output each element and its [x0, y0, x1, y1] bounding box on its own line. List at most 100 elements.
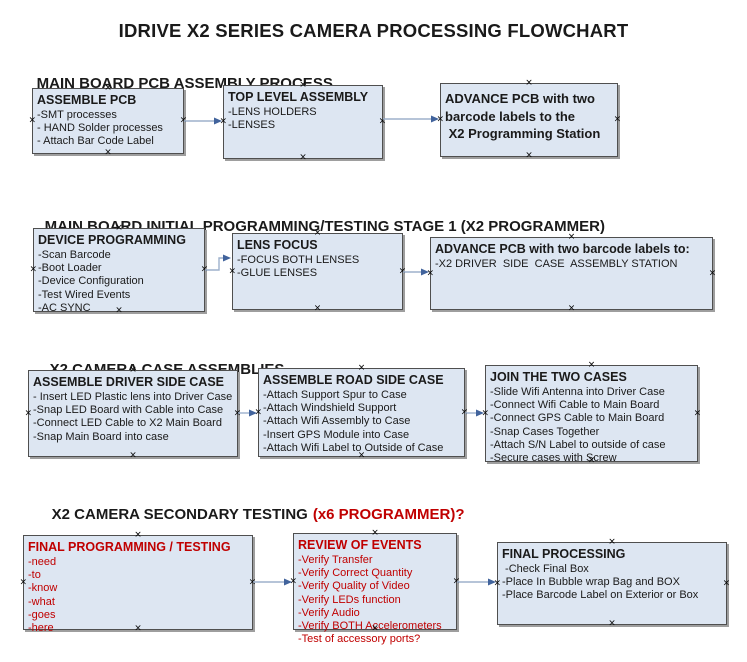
box-line: -Snap LED Board with Cable into Case: [33, 404, 224, 417]
box-line: -Verify Correct Quantity: [298, 567, 413, 580]
box-line: -X2 DRIVER SIDE CASE ASSEMBLY STATION: [435, 258, 678, 270]
flow-box-device-programming[interactable]: DEVICE PROGRAMMING -Scan Barcode-Boot Lo…: [29, 224, 208, 315]
box-body: -Verify Transfer-Verify Correct Quantity…: [298, 554, 452, 646]
connection-handle-icon: ×: [29, 264, 38, 275]
box-body: -Slide Wifi Antenna into Driver Case -Con…: [490, 386, 693, 465]
box-line: -LENS HOLDERS: [228, 106, 317, 118]
box-line: -FOCUS BOTH LENSES: [237, 254, 360, 266]
connection-handle-icon: ×: [493, 578, 502, 588]
connector-arrow: [184, 117, 222, 125]
box-title: REVIEW OF EVENTS: [298, 538, 422, 552]
connection-handle-icon: ×: [481, 408, 490, 418]
box-line: -Attach Wifi Label to Outside of Case: [263, 441, 444, 454]
box-line: -Secure cases with Screw: [490, 452, 617, 465]
connection-handle-icon: ×: [708, 268, 717, 278]
box-line: -here: [28, 622, 54, 635]
connection-handle-icon: ×: [525, 78, 533, 89]
box-line: -Test of accessory ports?: [298, 633, 421, 646]
connection-handle-icon: ×: [452, 576, 461, 586]
box-body: -FOCUS BOTH LENSES-GLUE LENSES: [237, 254, 398, 280]
box-line: ADVANCE PCB with two: [445, 91, 595, 106]
page-title: IDRIVE X2 SERIES CAMERA PROCESSING FLOWC…: [118, 20, 629, 41]
flow-box-assemble-pcb[interactable]: ASSEMBLE PCB -SMT processes- HAND Solder…: [28, 84, 187, 157]
box-title: DEVICE PROGRAMMING: [38, 233, 186, 247]
box-line: -Device Configuration: [38, 275, 144, 288]
connector-arrow: [457, 578, 496, 586]
box-line: -Verify Audio: [298, 606, 360, 619]
box-line: barcode labels to the: [445, 108, 576, 124]
box-line: -Connect LED Cable to X2 Main Board: [33, 417, 222, 430]
section-heading-secondary-testing: X2 CAMERA SECONDARY TESTING(x6 PROGRAMME…: [35, 488, 465, 542]
box-body: -need-to-know-what-goes-here: [28, 556, 248, 635]
flow-box-top-level-assembly[interactable]: TOP LEVEL ASSEMBLY -LENS HOLDERS-LENSES …: [219, 81, 386, 162]
box-line: -Connect GPS Cable to Main Board: [490, 412, 665, 425]
flow-box-join-the-two-cases[interactable]: JOIN THE TWO CASES -Slide Wifi Antenna i…: [481, 361, 701, 465]
box-line: -to: [28, 569, 41, 582]
connection-handle-icon: ×: [398, 266, 407, 276]
flow-box-final-processing[interactable]: FINAL PROCESSING -Check Final Box-Place …: [493, 538, 730, 628]
connection-handle-icon: ×: [248, 577, 257, 587]
connection-handle-icon: ×: [299, 152, 307, 163]
connector-arrow: [253, 578, 292, 586]
connection-handle-icon: ×: [24, 408, 33, 418]
connection-handle-icon: ×: [19, 577, 28, 587]
connection-handle-icon: ×: [608, 618, 616, 629]
box-title: ADVANCE PCB with two barcode labels to:: [435, 242, 690, 256]
box-line: -Verify Transfer: [298, 554, 373, 566]
connection-handle-icon: ×: [219, 116, 228, 127]
connection-handle-icon: ×: [179, 115, 188, 126]
box-line: -LENSES: [228, 119, 276, 132]
section-heading-accent: (x6 PROGRAMMER)?: [312, 506, 465, 523]
box-line: -Verify Quality of Video: [298, 580, 410, 593]
flow-box-advance-pcb-programming-station[interactable]: ADVANCE PCB with two barcode labels to th…: [436, 79, 621, 160]
flow-box-assemble-road-side-case[interactable]: ASSEMBLE ROAD SIDE CASE -Attach Support …: [254, 364, 468, 460]
connection-handle-icon: ×: [254, 407, 263, 417]
connection-handle-icon: ×: [525, 150, 533, 161]
connection-handle-icon: ×: [313, 303, 322, 314]
connection-handle-icon: ×: [567, 303, 576, 314]
flow-box-lens-focus[interactable]: LENS FOCUS -FOCUS BOTH LENSES-GLUE LENSE…: [228, 229, 406, 313]
box-title: ASSEMBLE PCB: [37, 93, 137, 107]
section-heading-text: X2 CAMERA SECONDARY TESTING: [51, 506, 308, 523]
box-line: -Test Wired Events: [38, 288, 131, 301]
connection-handle-icon: ×: [129, 450, 137, 461]
box-line: -Slide Wifi Antenna into Driver Case: [490, 386, 665, 398]
box-line: -SMT processes: [37, 109, 117, 121]
box-title: TOP LEVEL ASSEMBLY: [228, 90, 369, 104]
box-line: -Check Final Box: [502, 563, 589, 575]
connection-handle-icon: ×: [460, 407, 469, 417]
flow-box-advance-pcb-case-assembly-station[interactable]: ADVANCE PCB with two barcode labels to: …: [426, 233, 716, 313]
box-line: -goes: [28, 608, 56, 621]
connector-arrow: [465, 409, 484, 417]
box-body: - Insert LED Plastic lens into Driver Ca…: [33, 391, 233, 444]
connector-arrow: [403, 268, 429, 276]
box-line: -know: [28, 582, 58, 595]
box-line: -Insert GPS Module into Case: [263, 428, 410, 441]
connection-handle-icon: ×: [693, 408, 702, 418]
connector-arrow: [238, 409, 257, 417]
box-line: -Scan Barcode: [38, 249, 111, 261]
box-body: ADVANCE PCB with two barcode labels to th…: [445, 90, 613, 143]
connection-handle-icon: ×: [426, 268, 435, 278]
connection-handle-icon: ×: [104, 147, 112, 158]
flow-box-final-programming-testing[interactable]: FINAL PROGRAMMING / TESTING -need-to-kno…: [19, 531, 256, 634]
flow-box-review-of-events[interactable]: REVIEW OF EVENTS -Verify Transfer-Verify…: [289, 529, 460, 646]
box-body: -SMT processes- HAND Solder processes- A…: [37, 109, 179, 149]
connection-handle-icon: ×: [613, 114, 622, 125]
box-body: -Check Final Box-Place In Bubble wrap Ba…: [502, 563, 722, 603]
box-line: -AC SYNC: [38, 301, 91, 314]
box-line: X2 Programming Station: [445, 126, 601, 141]
box-line: - Insert LED Plastic lens into Driver Ca…: [33, 391, 233, 403]
box-title: JOIN THE TWO CASES: [490, 370, 627, 384]
connector-arrow-elbow: [205, 254, 231, 271]
flow-box-assemble-driver-side-case[interactable]: ASSEMBLE DRIVER SIDE CASE - Insert LED P…: [24, 366, 241, 460]
connection-handle-icon: ×: [378, 116, 387, 127]
box-title: FINAL PROGRAMMING / TESTING: [28, 540, 231, 554]
box-line: -Verify BOTH Accelerometers: [298, 620, 442, 633]
box-body: -X2 DRIVER SIDE CASE ASSEMBLY STATION: [435, 258, 708, 271]
box-body: -LENS HOLDERS-LENSES: [228, 106, 378, 132]
box-body: -Scan Barcode-Boot Loader-Device Configu…: [38, 249, 200, 315]
box-line: -what: [28, 595, 55, 608]
connection-handle-icon: ×: [28, 115, 37, 126]
box-line: -Place In Bubble wrap Bag and BOX: [502, 576, 680, 589]
